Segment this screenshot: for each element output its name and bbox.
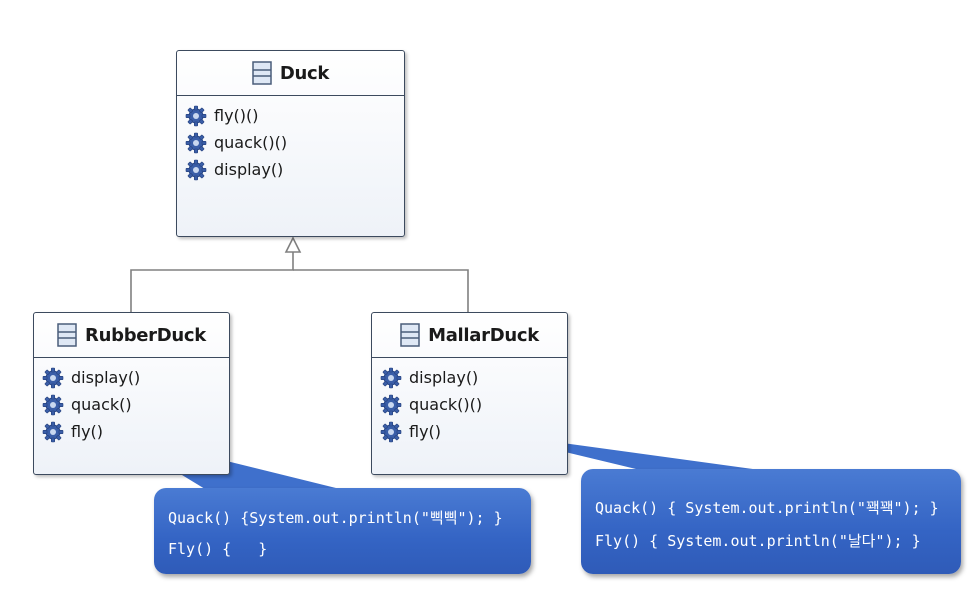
gear-icon [185, 132, 207, 153]
gear-icon [380, 367, 402, 388]
class-mallarduck-header: MallarDuck [372, 313, 567, 358]
class-icon [252, 61, 272, 85]
operation-label: quack()() [409, 395, 483, 414]
inheritance-arrowhead [284, 236, 302, 253]
class-rubberduck[interactable]: RubberDuck display() [33, 312, 230, 475]
gear-icon [380, 421, 402, 442]
operations-compartment: fly()() quack()() [177, 96, 404, 183]
operation-label: quack() [71, 395, 132, 414]
gear-icon [42, 367, 64, 388]
operation-item[interactable]: display() [42, 364, 229, 391]
operation-item[interactable]: display() [185, 156, 404, 183]
note-line: Quack() { System.out.println("꽥꽥"); } [595, 499, 939, 517]
gear-icon [42, 394, 64, 415]
operation-item[interactable]: fly() [380, 418, 567, 445]
operations-compartment: display() quack()() [372, 358, 567, 445]
operation-label: fly()() [214, 106, 259, 125]
operations-compartment: display() quack() [34, 358, 229, 445]
operation-item[interactable]: quack()() [185, 129, 404, 156]
operation-label: display() [71, 368, 141, 387]
inheritance-line-mallarduck [293, 269, 469, 312]
note-line: Fly() { System.out.println("날다"); } [595, 532, 921, 550]
operation-item[interactable]: fly() [42, 418, 229, 445]
operation-item[interactable]: quack() [42, 391, 229, 418]
class-icon [400, 323, 420, 347]
operation-item[interactable]: quack()() [380, 391, 567, 418]
note-line: Quack() {System.out.println("삑삑"); } [168, 509, 503, 527]
operation-label: quack()() [214, 133, 288, 152]
inheritance-line-rubberduck [130, 252, 294, 312]
class-name: Duck [279, 62, 330, 84]
class-icon [57, 323, 77, 347]
gear-icon [185, 159, 207, 180]
class-mallarduck[interactable]: MallarDuck display() [371, 312, 568, 475]
class-rubberduck-header: RubberDuck [34, 313, 229, 358]
note-line: Fly() { } [168, 540, 268, 558]
gear-icon [42, 421, 64, 442]
note-mallarduck[interactable]: Quack() { System.out.println("꽥꽥"); } Fl… [581, 469, 961, 574]
operation-label: fly() [71, 422, 104, 441]
operation-item[interactable]: display() [380, 364, 567, 391]
gear-icon [185, 105, 207, 126]
operation-label: display() [409, 368, 479, 387]
class-name: MallarDuck [428, 324, 539, 346]
operation-label: display() [214, 160, 284, 179]
operation-label: fly() [409, 422, 442, 441]
note-rubberduck[interactable]: Quack() {System.out.println("삑삑"); } Fly… [154, 488, 531, 574]
class-duck[interactable]: Duck fly()() [176, 50, 405, 237]
class-name: RubberDuck [85, 324, 206, 346]
class-duck-header: Duck [177, 51, 404, 96]
gear-icon [380, 394, 402, 415]
operation-item[interactable]: fly()() [185, 102, 404, 129]
